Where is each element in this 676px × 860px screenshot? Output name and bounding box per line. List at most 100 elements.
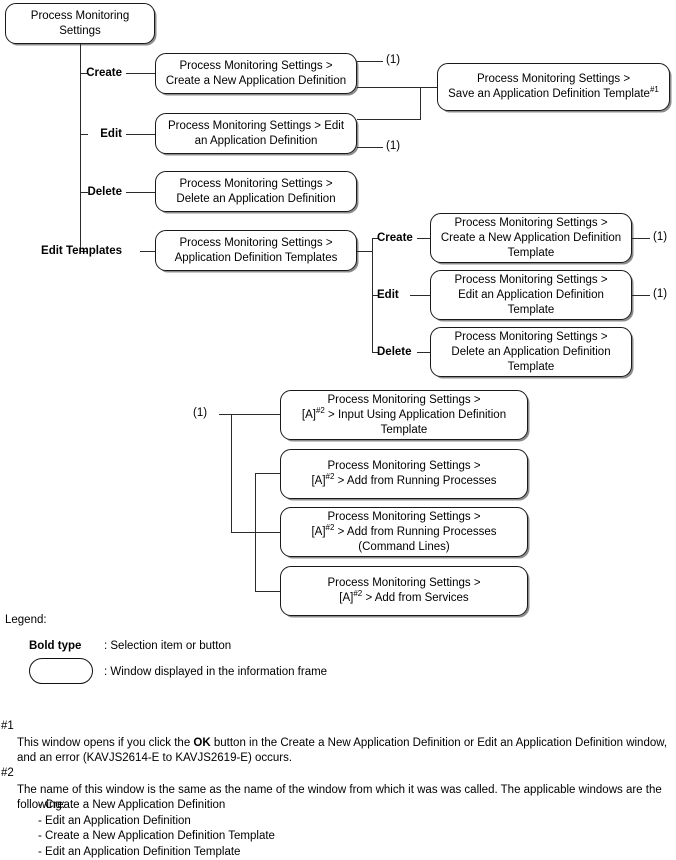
footnote-1-body: This window opens if you click the OK bu… bbox=[17, 736, 676, 766]
window-box-line3: Template bbox=[380, 423, 428, 436]
window-box-label: Process Monitoring Settings > Create a N… bbox=[165, 59, 347, 87]
footnote-ref-2: #2 bbox=[353, 589, 363, 599]
window-box-line1: Process Monitoring Settings > bbox=[327, 460, 481, 472]
connector-group-inner-vertical bbox=[255, 473, 256, 592]
window-box-line3: Template bbox=[507, 303, 555, 316]
footnote-2-body: The name of this window is the same as t… bbox=[17, 784, 662, 811]
window-box-root[interactable]: Process Monitoring Settings bbox=[5, 3, 155, 44]
footnote-2-list-item: - Create a New Application Definition Te… bbox=[38, 830, 275, 843]
window-box-edit-app-def-template[interactable]: Process Monitoring Settings > Edit an Ap… bbox=[430, 270, 632, 320]
connector-branch-edit-templates bbox=[80, 251, 88, 252]
connector-branch-create bbox=[80, 73, 88, 74]
window-box-line2-post: > Add from Running Processes bbox=[334, 475, 497, 487]
legend-title: Legend: bbox=[5, 614, 47, 626]
window-box-edit-app-def[interactable]: Process Monitoring Settings > Edit an Ap… bbox=[155, 113, 357, 154]
legend-window-description: : Window displayed in the information fr… bbox=[104, 666, 328, 678]
footnote-ref-2: #2 bbox=[315, 405, 325, 415]
connector-template-delete bbox=[372, 352, 379, 353]
connector-template-edit-to-box bbox=[410, 295, 430, 296]
connector-template-create bbox=[372, 238, 379, 239]
footnote-ref-1: #1 bbox=[649, 85, 659, 95]
connector-create-to-box bbox=[126, 73, 155, 74]
window-box-line3: (Command Lines) bbox=[358, 540, 450, 553]
selection-label-template-delete: Delete bbox=[377, 346, 412, 358]
connector-save-merge-vertical bbox=[420, 87, 421, 120]
window-box-app-def-templates[interactable]: Process Monitoring Settings > Applicatio… bbox=[155, 230, 357, 271]
window-box-line2-post: > Add from Running Processes bbox=[334, 525, 497, 538]
footnote-2-list-item: - Edit an Application Definition bbox=[38, 814, 191, 827]
window-box-delete-app-def[interactable]: Process Monitoring Settings > Delete an … bbox=[155, 171, 357, 212]
connector-trunk-main bbox=[80, 44, 81, 251]
connector-group-inner-top bbox=[255, 473, 280, 474]
window-box-label: Process Monitoring Settings > Delete an … bbox=[176, 177, 336, 205]
window-box-create-app-def-template[interactable]: Process Monitoring Settings > Create a N… bbox=[430, 213, 632, 263]
footnote-2-list-item: - Create a New Application Definition bbox=[38, 799, 226, 811]
window-box-input-using-template[interactable]: Process Monitoring Settings > [A]#2 > In… bbox=[280, 390, 528, 440]
window-box-save-template[interactable]: Process Monitoring Settings > Save an Ap… bbox=[437, 63, 670, 111]
footnote-1-bold-ok: OK bbox=[193, 737, 211, 749]
window-box-line1: Process Monitoring Settings > bbox=[327, 393, 481, 406]
connector-group-inner-bottom bbox=[255, 591, 280, 592]
footnote-ref-2: #2 bbox=[325, 522, 335, 532]
selection-label-create: Create bbox=[86, 67, 122, 79]
window-box-line2-post: > Add from Services bbox=[362, 592, 469, 604]
connector-tag-create: (1) bbox=[386, 54, 401, 66]
connector-template-edit-tag bbox=[632, 295, 650, 296]
window-box-create-app-def[interactable]: Process Monitoring Settings > Create a N… bbox=[155, 53, 357, 94]
selection-label-edit: Edit bbox=[100, 128, 122, 140]
connector-tag-template-edit: (1) bbox=[653, 288, 668, 300]
connector-group-outer-vertical bbox=[231, 414, 232, 533]
connector-edit-tag bbox=[357, 147, 383, 148]
window-box-add-from-running-processes[interactable]: Process Monitoring Settings > [A]#2 > Ad… bbox=[280, 449, 528, 499]
selection-label-template-create: Create bbox=[377, 232, 413, 244]
footnote-2-list-item: - Edit an Application Definition Templat… bbox=[38, 845, 241, 858]
connector-branch-edit bbox=[80, 134, 88, 135]
connector-template-create-tag bbox=[632, 238, 650, 239]
window-box-line1: Process Monitoring Settings > bbox=[454, 330, 608, 343]
window-box-line1: Process Monitoring Settings > bbox=[454, 216, 608, 229]
window-box-line2-pre: [A] bbox=[301, 408, 316, 421]
connector-tag-template-create: (1) bbox=[653, 231, 668, 243]
connector-edit-templates-to-box bbox=[140, 251, 155, 252]
selection-label-delete: Delete bbox=[87, 186, 122, 198]
window-box-line2-pre: [A] bbox=[311, 525, 326, 538]
connector-delete-to-box bbox=[126, 192, 155, 193]
connector-templates-out bbox=[357, 251, 372, 252]
window-box-line1: Process Monitoring Settings > bbox=[327, 510, 481, 523]
window-box-line2: Save an Application Definition Template bbox=[448, 88, 650, 100]
connector-create-tag bbox=[357, 61, 383, 62]
window-box-delete-app-def-template[interactable]: Process Monitoring Settings > Delete an … bbox=[430, 327, 632, 377]
window-box-line1: Process Monitoring Settings > bbox=[476, 73, 631, 85]
footnote-ref-2: #2 bbox=[325, 472, 335, 482]
window-box-line3: Template bbox=[507, 246, 555, 259]
window-box-line2-post: > Input Using Application Definition bbox=[324, 408, 507, 421]
connector-save-merge-stub bbox=[420, 87, 437, 88]
connector-tag-edit: (1) bbox=[386, 140, 401, 152]
window-box-line2: Delete an Application Definition bbox=[451, 345, 611, 358]
window-box-line1: Process Monitoring Settings > bbox=[454, 273, 608, 286]
legend-bold-term: Bold type bbox=[29, 640, 82, 652]
window-box-add-from-running-processes-command-lines[interactable]: Process Monitoring Settings > [A]#2 > Ad… bbox=[280, 507, 528, 557]
window-box-label: Process Monitoring Settings bbox=[30, 9, 130, 37]
selection-label-template-edit: Edit bbox=[377, 289, 399, 301]
connector-edit-to-box bbox=[126, 134, 155, 135]
selection-label-edit-templates: Edit Templates bbox=[41, 245, 122, 257]
connector-template-edit bbox=[372, 295, 379, 296]
connector-template-create-to-box bbox=[417, 238, 430, 239]
connector-create-to-save bbox=[357, 87, 421, 88]
connector-branch-delete bbox=[80, 192, 88, 193]
connector-edit-to-save bbox=[357, 119, 421, 120]
footnote-2-mark: #2 bbox=[1, 767, 14, 779]
footnote-2-list: - Create a New Application Definition - … bbox=[38, 798, 275, 860]
window-box-label: Process Monitoring Settings > Edit an Ap… bbox=[167, 119, 345, 147]
window-box-line2-pre: [A] bbox=[339, 592, 354, 604]
window-box-line2: Create a New Application Definition bbox=[440, 231, 622, 244]
footnote-1-text-before: This window opens if you click the bbox=[17, 737, 194, 749]
window-box-line2: Edit an Application Definition bbox=[458, 288, 604, 301]
legend-bold-description: : Selection item or button bbox=[104, 640, 232, 652]
window-box-line2-pre: [A] bbox=[311, 475, 326, 487]
legend-window-shape-sample bbox=[29, 658, 93, 684]
window-box-add-from-services[interactable]: Process Monitoring Settings > [A]#2 > Ad… bbox=[280, 566, 528, 616]
connector-group-in bbox=[219, 414, 280, 415]
